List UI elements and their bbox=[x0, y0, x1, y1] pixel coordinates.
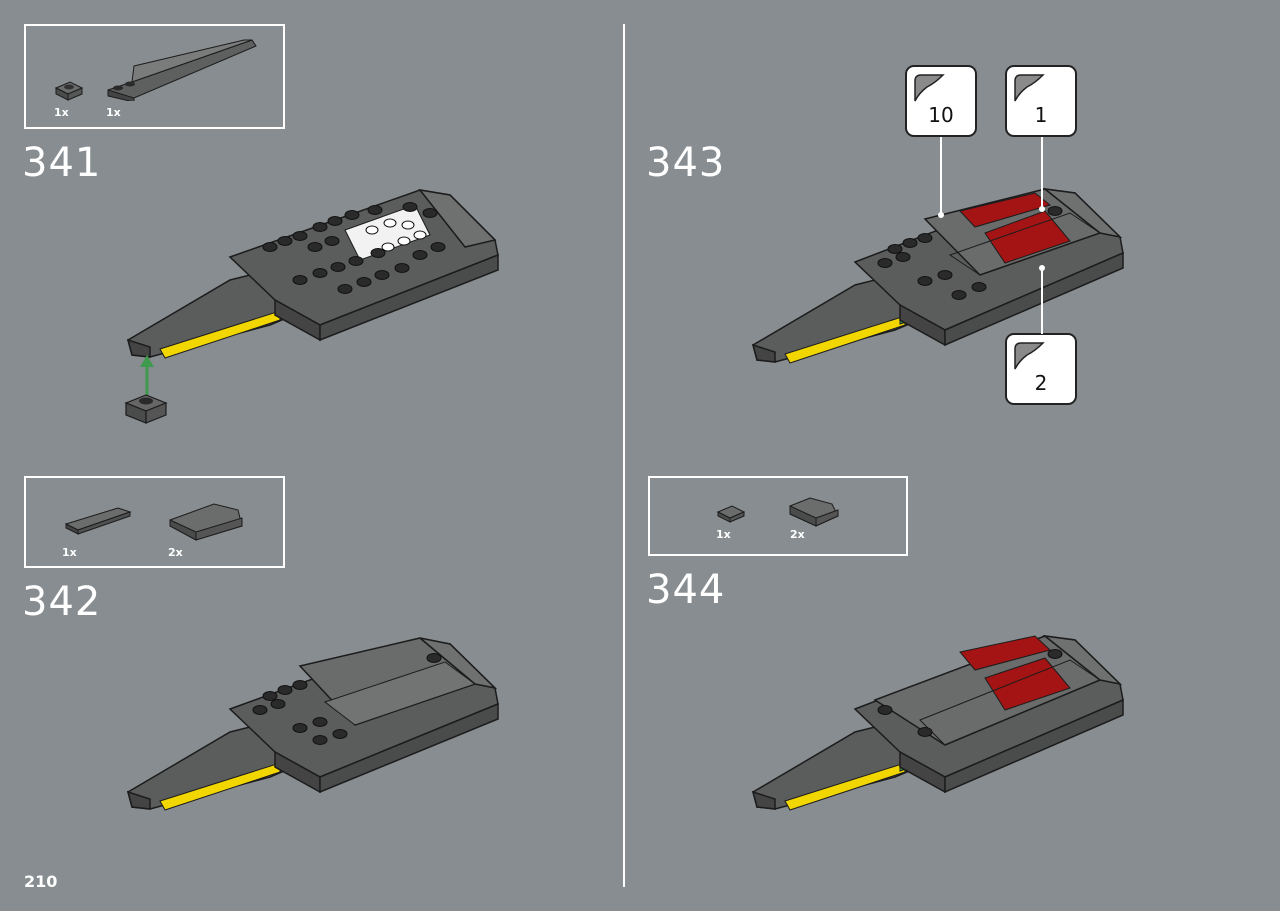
sticker-icon bbox=[1014, 342, 1045, 370]
part-qty: 1x bbox=[106, 106, 121, 119]
tile-part-icon bbox=[64, 507, 132, 535]
model-step-344 bbox=[751, 634, 1124, 811]
part-qty: 1x bbox=[716, 528, 731, 541]
sticker-callout: 2 bbox=[1005, 333, 1077, 405]
parts-list-341: 1x 1x bbox=[24, 24, 285, 129]
step-number: 343 bbox=[646, 140, 726, 186]
part-qty: 2x bbox=[790, 528, 805, 541]
sticker-number: 2 bbox=[1034, 371, 1048, 395]
sticker-icon bbox=[1014, 74, 1045, 102]
sticker-number: 10 bbox=[928, 103, 954, 127]
step-number: 344 bbox=[646, 567, 726, 613]
part-qty: 1x bbox=[62, 546, 77, 559]
parts-list-344: 1x 2x bbox=[648, 476, 908, 556]
sticker-leader-line bbox=[1041, 137, 1043, 209]
model-step-342 bbox=[126, 637, 499, 811]
part-qty: 2x bbox=[168, 546, 183, 559]
sticker-icon bbox=[914, 74, 945, 102]
step-number: 341 bbox=[22, 140, 102, 186]
sticker-callout: 10 bbox=[905, 65, 977, 137]
tile-part-icon bbox=[716, 505, 746, 523]
curved-slope-part-icon bbox=[169, 503, 243, 541]
parts-list-342: 1x 2x bbox=[24, 476, 285, 568]
page-divider bbox=[623, 24, 625, 887]
sticker-callout: 1 bbox=[1005, 65, 1077, 137]
sticker-number: 1 bbox=[1034, 103, 1048, 127]
model-step-343 bbox=[751, 187, 1124, 364]
sticker-leader-dot bbox=[1039, 206, 1045, 212]
step-number: 342 bbox=[22, 579, 102, 625]
page-number: 210 bbox=[24, 872, 58, 891]
sticker-leader-dot bbox=[1039, 265, 1045, 271]
round-plate-part-icon bbox=[54, 81, 84, 101]
model-step-341 bbox=[124, 188, 499, 424]
part-qty: 1x bbox=[54, 106, 69, 119]
curved-slope-part-icon bbox=[107, 39, 257, 101]
sticker-leader-line bbox=[940, 137, 942, 215]
sticker-leader-dot bbox=[938, 212, 944, 218]
curved-slope-part-icon bbox=[789, 497, 839, 527]
sticker-leader-line bbox=[1041, 268, 1043, 334]
